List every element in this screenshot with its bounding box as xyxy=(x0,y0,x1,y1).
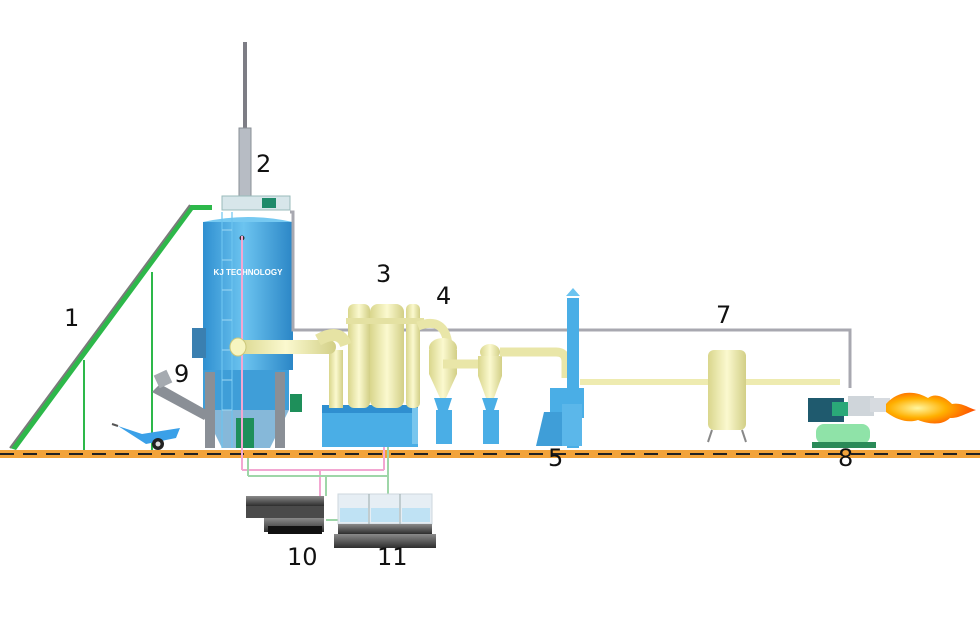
ash-discharger xyxy=(111,369,210,450)
blower-and-stack xyxy=(536,288,584,448)
brand-text: KJ TECHNOLOGY xyxy=(214,268,284,277)
water-cooling-tank xyxy=(246,496,324,534)
gas-pipeline xyxy=(290,210,852,388)
ground-line xyxy=(0,450,980,458)
label-5: 5 xyxy=(548,444,563,472)
circulating-water-pool xyxy=(334,493,436,548)
purification-tower xyxy=(322,304,424,447)
gas-holder-tank xyxy=(580,350,840,443)
label-7: 7 xyxy=(716,301,731,329)
label-8: 8 xyxy=(838,444,853,472)
label-9: 9 xyxy=(174,360,189,388)
feeding-conveyor xyxy=(9,204,212,450)
burner-unit xyxy=(808,396,890,448)
label-4: 4 xyxy=(436,282,451,310)
label-1: 1 xyxy=(64,304,79,332)
flame xyxy=(886,392,976,424)
gasifier-vessel xyxy=(192,42,302,448)
cyclone-separators xyxy=(416,318,571,444)
gasifier-outlet-pipe xyxy=(229,329,352,357)
label-11: 11 xyxy=(377,543,408,571)
label-2: 2 xyxy=(256,150,271,178)
label-3: 3 xyxy=(376,260,391,288)
label-10: 10 xyxy=(287,543,318,571)
